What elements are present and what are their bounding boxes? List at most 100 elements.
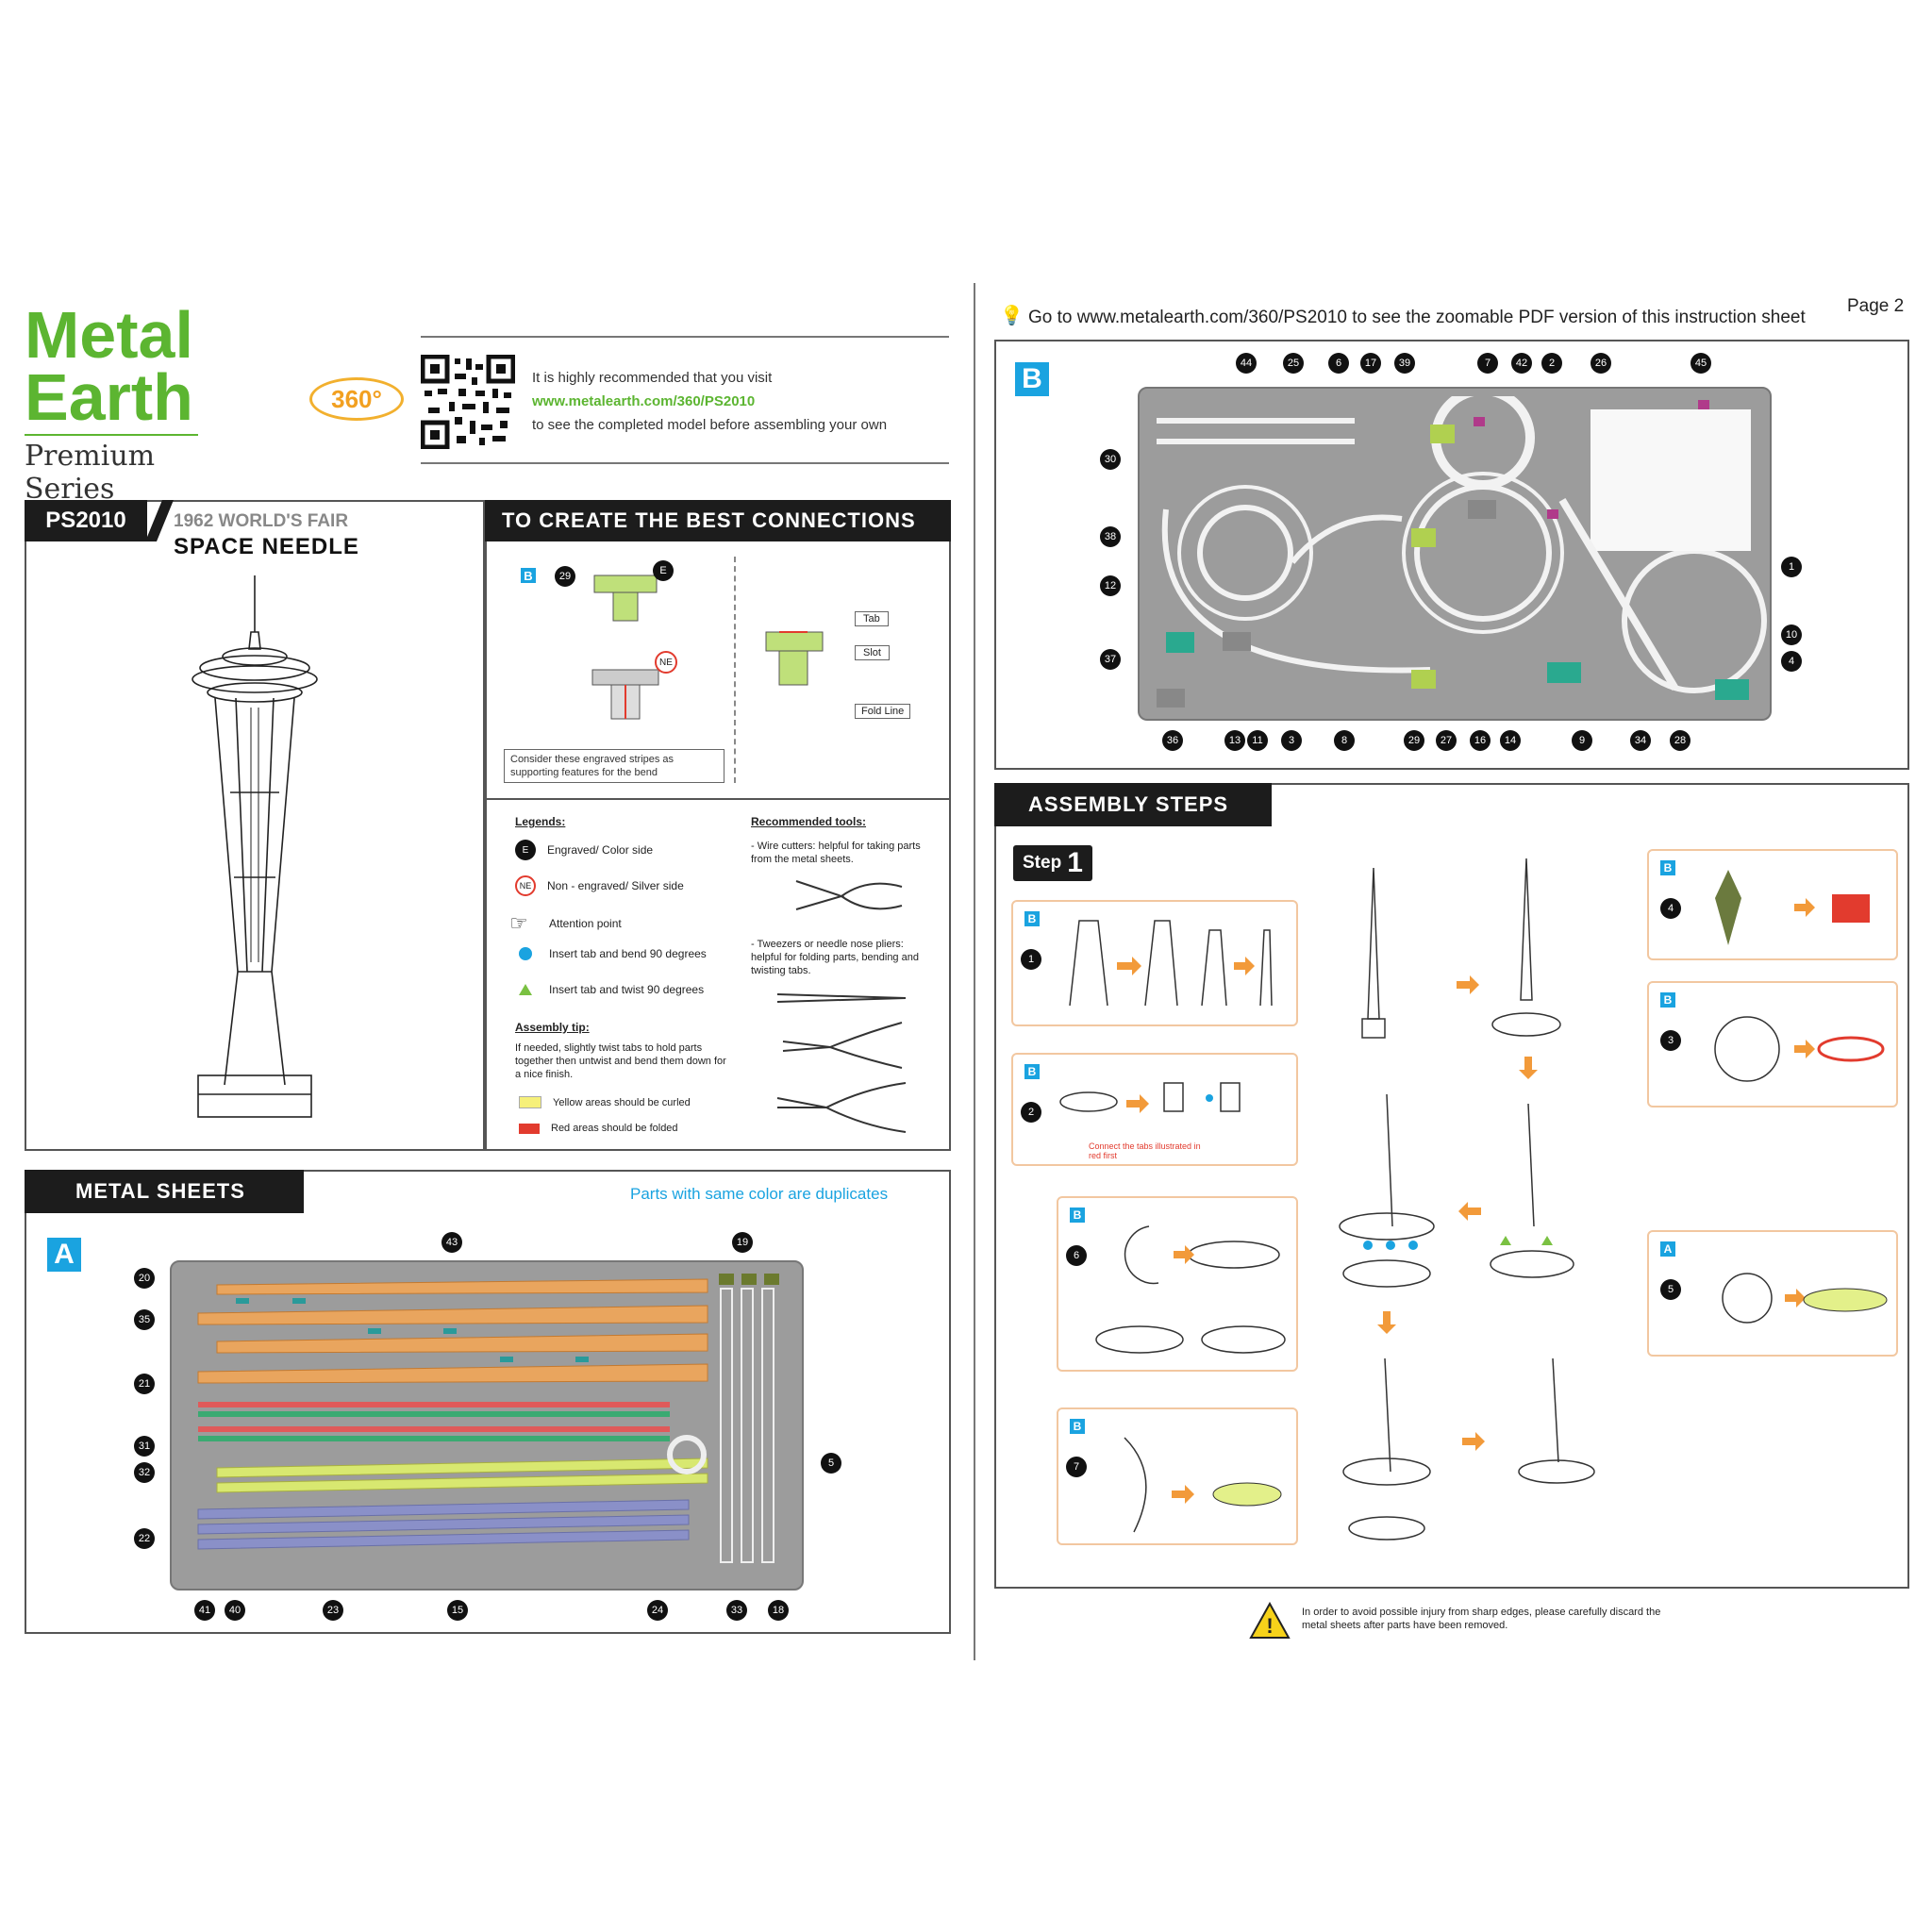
callout-36: 36 [1162, 730, 1183, 751]
callout-32: 32 [134, 1462, 155, 1483]
step-panel-1-drawing [1069, 920, 1273, 1007]
model-code-bar: PS2010 [25, 500, 147, 541]
model-slash [145, 500, 174, 541]
callout-3: 3 [1281, 730, 1302, 751]
pointing-hand-icon: ☞ [509, 911, 528, 935]
legend-row-twist: Insert tab and twist 90 degrees [519, 983, 704, 996]
model-subtitle: 1962 WORLD'S FAIR [174, 511, 349, 531]
badge-360-text: 360° [331, 384, 382, 413]
callout-8: 8 [1334, 730, 1355, 751]
callout-30: 30 [1100, 449, 1121, 470]
step-panel-6-drawing [1095, 1225, 1286, 1354]
svg-text:!: ! [1266, 1614, 1273, 1638]
sheet-a-label: A [47, 1238, 81, 1272]
callout-1: 1 [1781, 557, 1802, 577]
engraved-icon: E [515, 840, 536, 860]
step-panel-5-sheet: A [1660, 1241, 1675, 1257]
warning-text: In order to avoid possible injury from s… [1302, 1607, 1661, 1631]
step-panel-3: B 3 [1647, 981, 1898, 1108]
step-panel-5-num: 5 [1660, 1279, 1681, 1300]
connections-divider [485, 798, 951, 800]
brand-line1: Metal [25, 298, 193, 372]
visit-rule-top [421, 336, 949, 338]
assembly-tip-title: Assembly tip: [515, 1021, 590, 1034]
callout-23: 23 [323, 1600, 343, 1621]
callout-31: 31 [134, 1436, 155, 1457]
callout-40: 40 [225, 1600, 245, 1621]
step-panel-2-num: 2 [1021, 1102, 1041, 1123]
tools-tweezers: - Tweezers or needle nose pliers: helpfu… [751, 939, 919, 976]
connection-part-top [593, 575, 658, 622]
step-panel-6-sheet: B [1070, 1208, 1085, 1223]
metal-sheets-title: METAL SHEETS [75, 1179, 245, 1203]
badge-360: 360° [309, 377, 404, 421]
visit-line1: It is highly recommended that you visit [532, 370, 773, 386]
step-panel-1-num: 1 [1021, 949, 1041, 970]
step-panel-4-drawing [1715, 870, 1870, 945]
legends-title: Legends: [515, 815, 566, 828]
step-panel-1: B 1 [1011, 900, 1298, 1026]
red-swatch [519, 1123, 540, 1134]
nonengraved-icon: NE [515, 875, 536, 896]
callout-17: 17 [1360, 353, 1381, 374]
callout-15: 15 [447, 1600, 468, 1621]
step-panel-2-sheet: B [1024, 1064, 1040, 1079]
green-triangle-icon [519, 984, 532, 995]
lightbulb-icon: 💡 [1000, 306, 1024, 326]
step-panel-7-num: 7 [1066, 1457, 1087, 1477]
callout-6: 6 [1328, 353, 1349, 374]
connection-part-bottom [591, 669, 659, 720]
callout-37: 37 [1100, 649, 1121, 670]
marker-nonengraved-1: NE [655, 651, 677, 674]
step-panel-5: A 5 [1647, 1230, 1898, 1357]
callout-25: 25 [1283, 353, 1304, 374]
assembly-tip-text: If needed, slightly twist tabs to hold p… [515, 1042, 726, 1080]
step-panel-3-num: 3 [1660, 1030, 1681, 1051]
tab-slot-diagram [765, 631, 824, 686]
connections-title: TO CREATE THE BEST CONNECTIONS [502, 508, 916, 532]
fold-line-label: Fold Line [855, 704, 911, 719]
step-panel-2: B 2 Connect the tabs illustrated in red … [1011, 1053, 1298, 1166]
legend-row-bend: Insert tab and bend 90 degrees [519, 947, 707, 960]
connections-title-bar: TO CREATE THE BEST CONNECTIONS [485, 500, 951, 541]
step-panel-2-note: Connect the tabs illustrated in red firs… [1089, 1141, 1201, 1160]
visit-line3: to see the completed model before assemb… [532, 417, 888, 433]
assembly-title-bar: ASSEMBLY STEPS [994, 783, 1272, 826]
callout-9: 9 [1572, 730, 1592, 751]
assembly-title: ASSEMBLY STEPS [1028, 792, 1229, 816]
step-panel-4: B 4 [1647, 849, 1898, 960]
visit-url[interactable]: www.metalearth.com/360/PS2010 [532, 393, 756, 409]
warning-icon: ! [1249, 1601, 1291, 1644]
callout-5: 5 [821, 1453, 841, 1474]
connections-part-number: 29 [555, 566, 575, 587]
connections-sheet-ref: B [521, 568, 536, 583]
sheet-a-parts [197, 1274, 779, 1563]
pliers-icon [776, 993, 907, 1133]
connections-panel [485, 500, 951, 1151]
step-panel-7-sheet: B [1070, 1419, 1085, 1434]
callout-11: 11 [1247, 730, 1268, 751]
callout-26: 26 [1591, 353, 1611, 374]
callout-27: 27 [1436, 730, 1457, 751]
step-panel-6-num: 6 [1066, 1245, 1087, 1266]
callout-41: 41 [194, 1600, 215, 1621]
pdf-note: Go to www.metalearth.com/360/PS2010 to s… [1028, 308, 1806, 327]
connections-dotted [734, 557, 736, 783]
callout-14: 14 [1500, 730, 1521, 751]
page-label: Page 2 [1847, 296, 1905, 316]
callout-38: 38 [1100, 526, 1121, 547]
legend-row-nonengraved: NE Non - engraved/ Silver side [515, 875, 684, 896]
step-panel-1-sheet: B [1024, 911, 1040, 926]
step-panel-2-drawing [1059, 1082, 1241, 1113]
brand-series: Premium Series [25, 440, 156, 506]
callout-22: 22 [134, 1528, 155, 1549]
blue-dot-icon [519, 947, 532, 960]
page-divider [974, 283, 975, 1660]
space-needle-illustration [192, 575, 318, 1118]
model-name: SPACE NEEDLE [174, 534, 359, 559]
slot-label: Slot [855, 645, 890, 660]
step-panel-5-drawing [1722, 1273, 1888, 1324]
callout-29: 29 [1404, 730, 1424, 751]
callout-20: 20 [134, 1268, 155, 1289]
step-panel-3-drawing [1714, 1016, 1885, 1082]
